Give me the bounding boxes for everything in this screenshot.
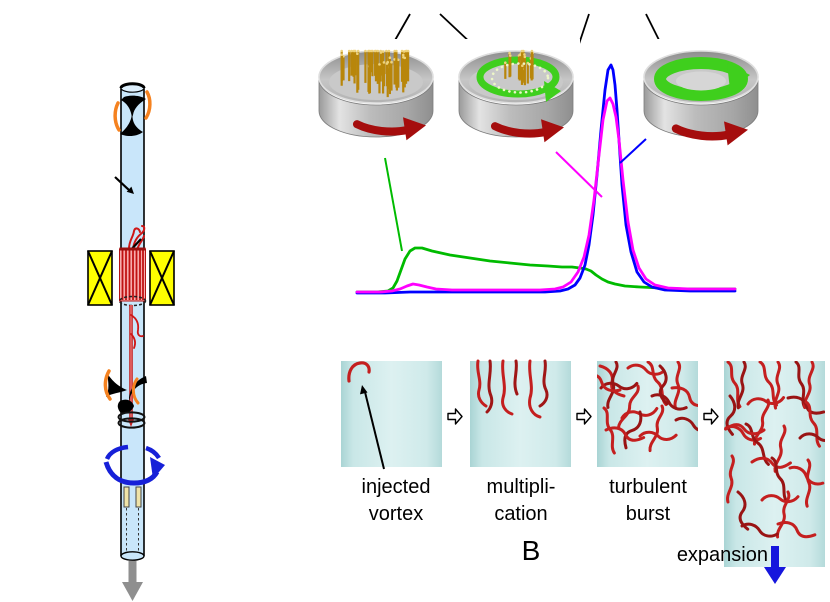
sensor-right: [135, 486, 142, 508]
vortex-bundle: [118, 247, 147, 307]
stage2-image: [470, 361, 571, 467]
stage3-label-line1: turbulent: [609, 476, 687, 498]
inset-shrinking-cluster: [455, 39, 580, 158]
flow-arrowhead-icon: [544, 81, 561, 102]
gray-down-arrow: [122, 561, 143, 601]
single-vortex-line: [127, 305, 144, 427]
nmr-magnet-right: [149, 250, 175, 306]
center-disk: [676, 71, 726, 91]
curve-green-signal: [355, 246, 737, 294]
inset-vortex-free-flow: [640, 39, 765, 158]
inset-vortex-array: [315, 39, 440, 158]
stage3-label-line2: burst: [625, 503, 671, 525]
injected-vortex-strand: [347, 361, 371, 383]
rotation-direction-arrow: [103, 444, 165, 486]
tube-pointer-arrow: [114, 176, 134, 194]
stage2-label-line1: multipli-: [486, 476, 556, 498]
expansion-arrow: [764, 546, 786, 584]
curve-leader-lines: [384, 138, 647, 252]
stage-arrow-icon: [703, 408, 719, 425]
upper-orifice-structure: [113, 90, 152, 137]
stage1-label-line2: vortex: [368, 503, 424, 525]
tube-bottom-cap: [120, 551, 145, 561]
sensor-left: [123, 486, 130, 508]
vortex-rod-array: [340, 49, 410, 98]
stage-arrow-icon: [447, 408, 463, 425]
vortex-rod-cluster: [504, 49, 534, 86]
expansion-label: expansion: [676, 544, 768, 566]
stage1-image: [341, 361, 442, 467]
nmr-signal-curves: [355, 63, 737, 295]
magenta-leader: [555, 151, 603, 198]
stage-arrow-icons: [447, 408, 719, 425]
panel-b-storyboard: [341, 359, 825, 584]
lower-orifice-structure: [103, 369, 147, 429]
stage-arrow-icon: [576, 408, 592, 425]
multiplication-strands: [476, 359, 549, 419]
orange-coil-left: [113, 101, 121, 132]
green-leader: [384, 157, 403, 252]
rotating-cryostat-apparatus: [87, 82, 175, 601]
blue-leader: [619, 138, 647, 164]
curve-magenta-signal: [355, 96, 737, 294]
orange-coil-lower-right: [131, 377, 140, 405]
flow-arrowhead-icon: [727, 63, 750, 90]
injected-vortex-pointer-arrow: [360, 385, 385, 470]
dotted-boundary-ring: [490, 62, 550, 94]
stage1-label-line1: injected: [361, 476, 431, 498]
stage2-label-line2: cation: [494, 503, 548, 525]
panel-b-label: B: [521, 535, 541, 566]
nmr-magnet-left: [87, 250, 113, 306]
orange-coil-right: [144, 90, 152, 120]
orange-coil-lower-left: [103, 369, 112, 401]
